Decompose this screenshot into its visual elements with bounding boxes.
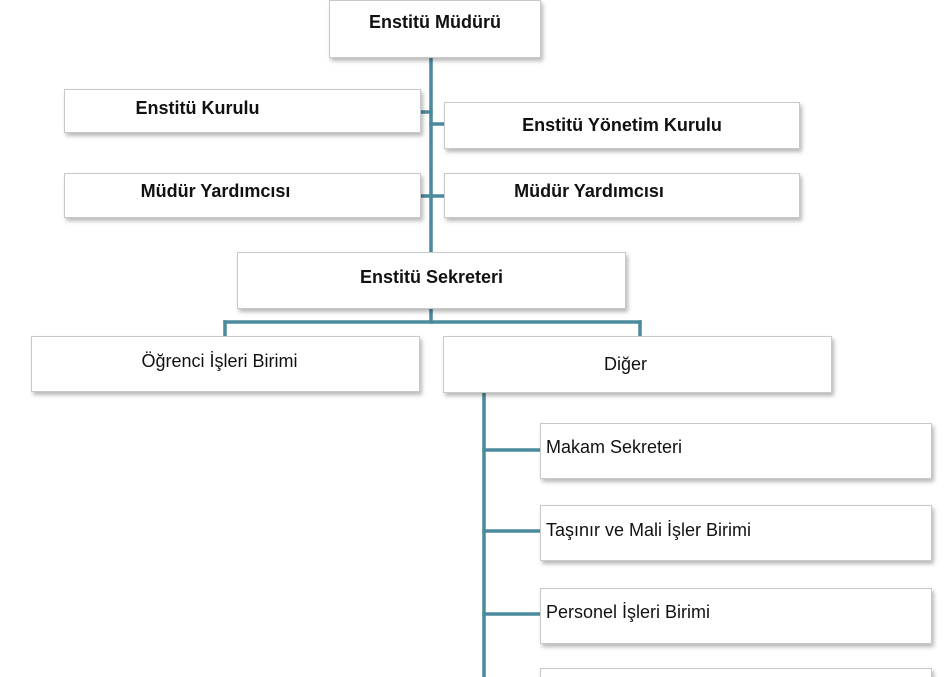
node-personnel-affairs-label: Personel İşleri Birimi [546, 601, 711, 622]
node-unit-partial [540, 668, 932, 677]
node-secretary: Enstitü Sekreteri [237, 252, 626, 309]
node-student-affairs: Öğrenci İşleri Birimi [31, 336, 420, 392]
node-executive-board: Enstitü Yönetim Kurulu [444, 102, 800, 149]
node-other-label: Diğer [603, 354, 647, 374]
node-institute-board: Enstitü Kurulu [64, 89, 421, 133]
node-office-secretary-label: Makam Sekreteri [546, 436, 683, 457]
node-executive-board-label: Enstitü Yönetim Kurulu [522, 115, 722, 135]
node-office-secretary: Makam Sekreteri [540, 423, 932, 479]
node-vice-director-left-label: Müdür Yardımcısı [140, 181, 291, 201]
node-vice-director-right: Müdür Yardımcısı [444, 173, 800, 218]
node-vice-director-right-label: Müdür Yardımcısı [514, 181, 664, 201]
node-movables-finance: Taşınır ve Mali İşler Birimi [540, 505, 932, 561]
node-director: Enstitü Müdürü [329, 0, 541, 58]
node-vice-director-left: Müdür Yardımcısı [64, 173, 421, 218]
node-institute-board-label: Enstitü Kurulu [135, 97, 260, 118]
node-other: Diğer [443, 336, 832, 393]
node-student-affairs-label: Öğrenci İşleri Birimi [141, 350, 298, 371]
node-secretary-label: Enstitü Sekreteri [359, 267, 504, 287]
node-director-label: Enstitü Müdürü [369, 11, 501, 32]
node-personnel-affairs: Personel İşleri Birimi [540, 588, 932, 644]
node-movables-finance-label: Taşınır ve Mali İşler Birimi [546, 519, 752, 540]
